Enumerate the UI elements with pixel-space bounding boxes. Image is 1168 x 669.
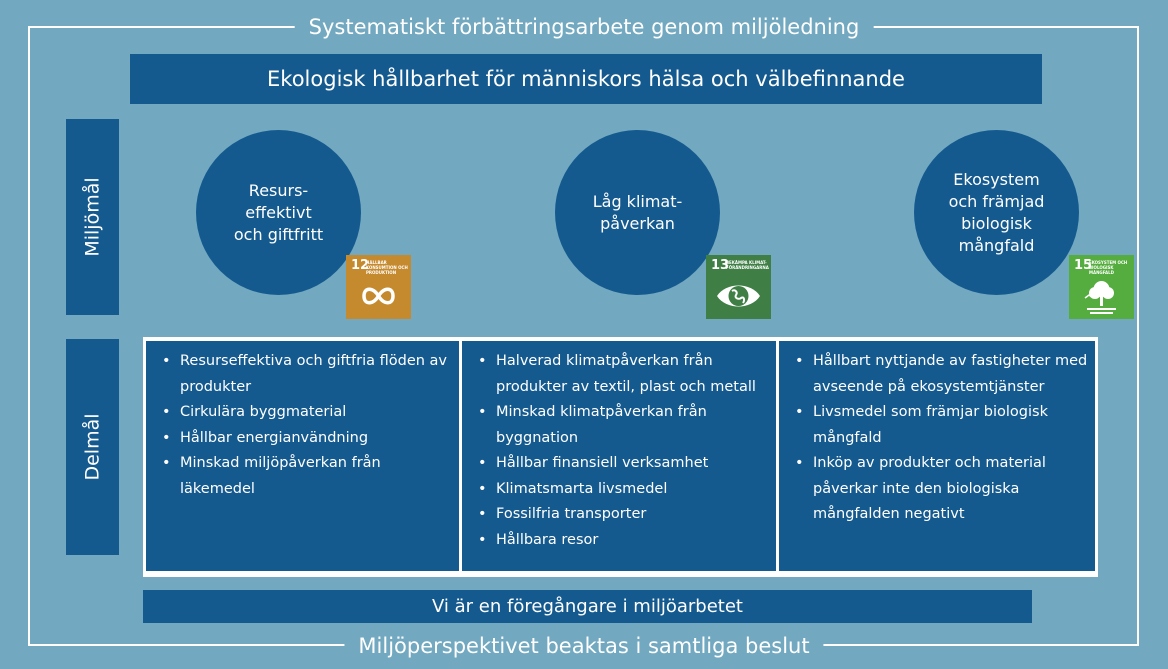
sdg-title: Bekämpa klimat- förändringarna xyxy=(726,260,769,270)
delmal-item: Fossilfria transporter xyxy=(472,502,770,528)
delmal-label-text: Delmål xyxy=(81,413,104,481)
eye-globe-icon xyxy=(717,285,760,307)
vision-banner: Ekologisk hållbarhet för människors häls… xyxy=(130,54,1042,104)
miljomal-label-text: Miljömål xyxy=(81,177,104,257)
sdg-badge-12: 12 Hållbar konsumtion och produktion xyxy=(346,255,411,319)
frame-bottom-label: Miljöperspektivet beaktas i samtliga bes… xyxy=(344,631,824,661)
delmal-item: Hållbara resor xyxy=(472,528,770,554)
miljomal-circle-1: Resurs- effektivt och giftfritt xyxy=(196,130,361,295)
sdg-badge-15: 15 Ekosystem och biologisk mångfald xyxy=(1069,255,1134,319)
delmal-item: Minskad miljöpåverkan från läkemedel xyxy=(156,451,453,502)
delmal-panel: Resurseffektiva och giftfria flöden av p… xyxy=(143,337,1098,577)
miljomal-row-label: Miljömål xyxy=(66,119,119,315)
delmal-item: Cirkulära byggmaterial xyxy=(156,400,453,426)
delmal-column-2: Halverad klimatpåverkan från produkter a… xyxy=(462,341,776,571)
sdg-number: 15 xyxy=(1074,258,1093,273)
delmal-item: Halverad klimatpåverkan från produkter a… xyxy=(472,349,770,400)
tree-icon xyxy=(1084,281,1116,314)
miljomal-circle-2: Låg klimat- påverkan xyxy=(555,130,720,295)
delmal-column-1: Resurseffektiva och giftfria flöden av p… xyxy=(146,341,459,571)
delmal-row-label: Delmål xyxy=(66,339,119,555)
sdg-title: Hållbar konsumtion och produktion xyxy=(366,260,408,275)
frame-top-label: Systematiskt förbättringsarbete genom mi… xyxy=(294,12,874,42)
delmal-item: Hållbart nyttjande av fastigheter med av… xyxy=(789,349,1089,400)
delmal-item: Livsmedel som främjar biologisk mångfald xyxy=(789,400,1089,451)
infinity-icon xyxy=(362,287,395,305)
delmal-item: Resurseffektiva och giftfria flöden av p… xyxy=(156,349,453,400)
sdg-badge-13: 13 Bekämpa klimat- förändringarna xyxy=(706,255,771,319)
miljomal-circle-text: Resurs- effektivt och giftfritt xyxy=(233,180,324,244)
miljomal-circle-3: Ekosystem och främjad biologisk mångfald xyxy=(914,130,1079,295)
delmal-column-3: Hållbart nyttjande av fastigheter med av… xyxy=(779,341,1095,571)
footer-banner: Vi är en föregångare i miljöarbetet xyxy=(143,590,1032,623)
delmal-item: Inköp av produkter och material påverkar… xyxy=(789,451,1089,528)
sdg-number: 13 xyxy=(711,258,730,273)
delmal-item: Klimatsmarta livsmedel xyxy=(472,477,770,503)
miljomal-circle-text: Låg klimat- påverkan xyxy=(592,191,683,233)
miljomal-circle-text: Ekosystem och främjad biologisk mångfald xyxy=(948,169,1045,255)
sdg-number: 12 xyxy=(351,258,370,273)
delmal-list: Resurseffektiva och giftfria flöden av p… xyxy=(156,349,453,502)
delmal-item: Minskad klimatpåverkan från byggnation xyxy=(472,400,770,451)
delmal-item: Hållbar energianvändning xyxy=(156,426,453,452)
delmal-item: Hållbar finansiell verksamhet xyxy=(472,451,770,477)
delmal-list: Hållbart nyttjande av fastigheter med av… xyxy=(789,349,1089,528)
delmal-list: Halverad klimatpåverkan från produkter a… xyxy=(472,349,770,553)
sdg-title: Ekosystem och biologisk mångfald xyxy=(1089,260,1128,275)
